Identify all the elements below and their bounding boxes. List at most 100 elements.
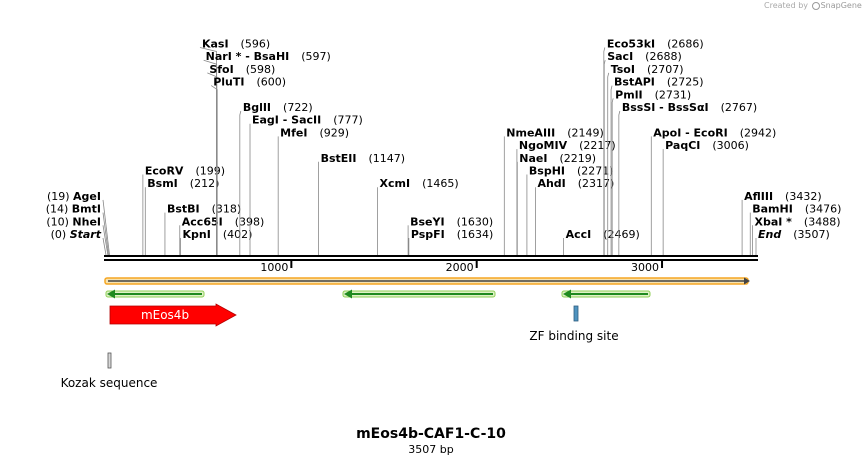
site-name: NarI * [206,50,242,63]
site-label: XbaI *(3488) [754,215,840,228]
kozak-sequence-feature[interactable]: Kozak sequence [61,352,158,390]
restriction-site[interactable]: ApoI - EcoRI(2942) [650,126,777,255]
site-position: (2767) [721,101,758,114]
restriction-site[interactable]: TsoI(2707) [607,63,684,255]
site-name: Eco53kI [607,38,655,51]
site-position: (199) [195,165,225,178]
site-position: (402) [223,228,253,241]
site-label: SfoI (598) [209,63,275,76]
site-name: KpnI [183,228,211,241]
restriction-site[interactable]: BstEII(1147) [318,152,405,255]
site-name: XbaI * [754,215,792,228]
restriction-site[interactable]: BstBI(318) [164,203,241,255]
site-name: EcoRI [694,126,728,139]
restriction-site[interactable]: PspFI(1634) [408,228,493,255]
site-name: XcmI [380,177,411,190]
site-leader-line [603,60,606,255]
site-name: MfeI [280,126,307,139]
site-leader-line [102,237,107,256]
restriction-site[interactable]: AhdI(2317) [535,177,614,255]
restriction-site[interactable]: End(3507) [755,228,830,255]
site-label: EcoRV(199) [145,165,225,178]
restriction-site[interactable]: EcoRV(199) [142,165,225,256]
site-label: NgoMIV(2217) [519,139,616,152]
site-position: (1465) [422,177,459,190]
site-leader-line [607,72,610,255]
restriction-site[interactable]: AccI(2469) [563,228,640,255]
site-position: (3507) [793,228,830,241]
snapgene-credit: Created by SnapGene [764,1,862,10]
orf-arrow-3[interactable] [561,289,651,299]
site-leader-line [611,98,614,255]
site-label: SacI(2688) [607,50,682,63]
site-label: BspHI(2271) [529,165,614,178]
restriction-site[interactable]: (0) Start [51,228,107,256]
restriction-site[interactable]: BssSI - BssSαI(2767) [618,101,758,255]
restriction-site[interactable]: BsmI(212) [144,177,219,255]
site-label: BstBI(318) [167,203,241,216]
site-position: (2731) [655,88,692,101]
restriction-site[interactable]: NaeI(2219) [516,152,596,255]
enzyme-sites: (0) Start(10) NheI(14) BmtI(19) AgeI EcoR… [46,38,841,256]
site-position: (598) [246,63,276,76]
site-label: AccI(2469) [566,228,640,241]
orf-arrow-1[interactable] [105,289,205,299]
restriction-site[interactable]: NarI * - BsaHI(597) [203,50,331,255]
site-position: (2942) [740,126,777,139]
restriction-site[interactable]: (19) AgeI [47,190,110,256]
site-name: AgeI [73,190,101,203]
site-name: AccI [566,228,592,241]
site-label: (19) AgeI [47,190,101,203]
restriction-site[interactable]: MfeI(929) [277,126,349,255]
site-name: - [681,126,693,139]
site-label: TsoI(2707) [611,63,684,76]
site-label: (14) BmtI [46,203,101,216]
restriction-site[interactable]: SacI(2688) [603,50,682,255]
restriction-site[interactable]: Acc65I(398) [179,215,265,255]
restriction-site[interactable]: AflIII(3432) [741,190,822,255]
restriction-site[interactable]: BamHI(3476) [749,203,841,255]
site-position: (597) [301,50,331,63]
site-name: PaqCI [665,139,700,152]
backbone-feature[interactable] [104,277,750,285]
restriction-site[interactable]: BglII(722) [239,101,313,255]
restriction-site[interactable]: BseYI(1630) [407,215,493,255]
site-label: Eco53kI(2686) [607,38,704,51]
restriction-site[interactable]: (14) BmtI [46,203,109,256]
site-name: - [655,101,667,114]
site-label: BstEII(1147) [321,152,405,165]
site-name: NheI [72,215,101,228]
site-name: PmlI [615,88,642,101]
site-label: End(3507) [758,228,830,241]
site-label: BglII(722) [243,101,313,114]
site-name: NmeAIII [506,126,555,139]
site-name: SacI [607,50,633,63]
restriction-site[interactable]: EagI - SacII(777) [249,114,363,255]
site-position: (3432) [785,190,822,203]
restriction-site[interactable]: (10) NheI [46,215,109,256]
restriction-site[interactable]: XbaI *(3488) [752,215,841,255]
site-label: AhdI(2317) [537,177,614,190]
restriction-site[interactable]: PmlI (2731) [611,88,692,255]
site-name: BmtI [72,203,101,216]
ruler-tick-label: 1000 [260,261,288,274]
site-name: SacII [291,114,321,127]
restriction-site[interactable]: BstAPI(2725) [610,76,703,255]
site-leader-line [102,225,109,256]
restriction-site[interactable]: KpnI (402) [180,228,253,255]
orf-arrow-2[interactable] [342,289,496,299]
restriction-site[interactable]: PaqCI(3006) [662,139,749,255]
restriction-site[interactable]: XcmI (1465) [377,177,459,255]
kozak-sequence-label: Kozak sequence [61,376,158,390]
restriction-site[interactable]: NmeAIII (2149) [503,126,604,255]
site-label: PaqCI(3006) [665,139,749,152]
site-name: SfoI [209,63,233,76]
site-label: (10) NheI [46,215,101,228]
zf-binding-site-feature[interactable]: ZF binding site [529,305,619,343]
restriction-site[interactable]: PluTI(600) [210,76,286,255]
site-position: (2219) [559,152,596,165]
credit-brand: SnapGene [820,1,862,10]
restriction-site[interactable]: SfoI (598) [207,63,275,255]
site-position: (2149) [567,126,604,139]
meos4b-feature[interactable]: mEos4b [109,303,237,327]
